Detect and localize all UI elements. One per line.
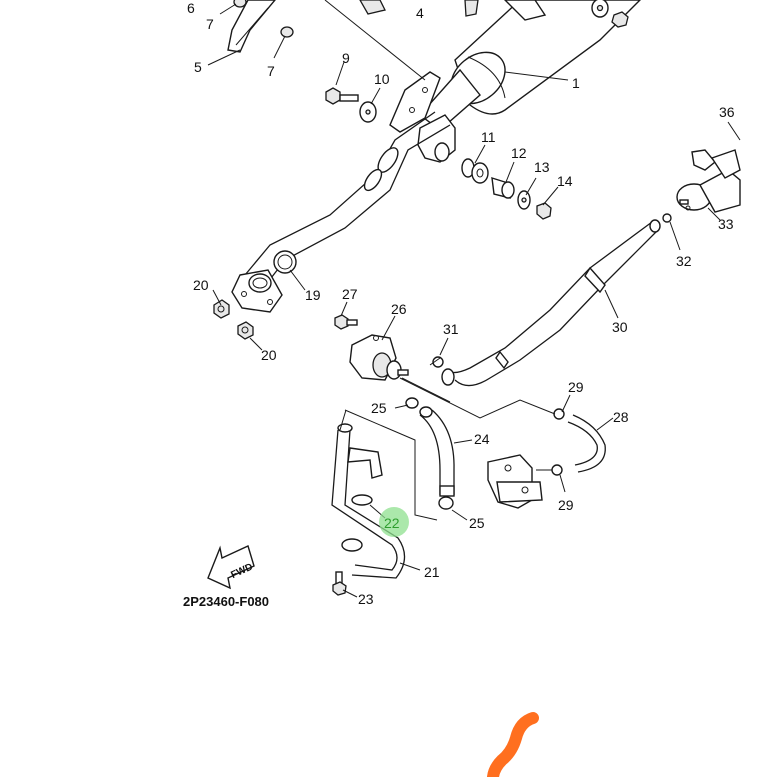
callout-4[interactable]: 4 — [416, 5, 424, 21]
callout-29[interactable]: 29 — [558, 497, 574, 513]
callout-36[interactable]: 36 — [719, 104, 735, 120]
callout-7[interactable]: 7 — [267, 63, 275, 79]
air-cut-valve-part-33[interactable] — [676, 169, 741, 213]
gasket-part-22[interactable] — [351, 494, 373, 506]
diagram-code: 2P23460-F080 — [183, 594, 269, 609]
exhaust-pipe[interactable] — [231, 111, 451, 313]
callout-27[interactable]: 27 — [342, 286, 358, 302]
bracket-part-36[interactable] — [691, 149, 741, 179]
collar-part-12[interactable] — [491, 177, 515, 199]
nut-part-14[interactable] — [536, 202, 552, 220]
callout-25[interactable]: 25 — [469, 515, 485, 531]
callout-6[interactable]: 6 — [187, 0, 195, 16]
bracket-plate[interactable] — [347, 447, 383, 479]
assembly-lines — [324, 0, 556, 521]
clip-part-31[interactable] — [432, 356, 444, 368]
callout-19[interactable]: 19 — [305, 287, 321, 303]
washer-part-10[interactable] — [359, 101, 377, 123]
callout-32[interactable]: 32 — [676, 253, 692, 269]
callout-20[interactable]: 20 — [261, 347, 277, 363]
callout-12[interactable]: 12 — [511, 145, 527, 161]
bolt-part-23[interactable] — [332, 571, 347, 596]
fwd-arrow-icon: FWD — [207, 545, 255, 590]
hose-part-30[interactable] — [441, 219, 661, 387]
callout-1[interactable]: 1 — [572, 75, 580, 91]
heat-shield-part[interactable] — [227, 0, 294, 53]
callout-7[interactable]: 7 — [206, 16, 214, 32]
callout-33[interactable]: 33 — [718, 216, 734, 232]
annotation-stroke — [487, 712, 539, 777]
callout-10[interactable]: 10 — [374, 71, 390, 87]
clip-part-29[interactable] — [551, 408, 565, 476]
callout-14[interactable]: 14 — [557, 173, 573, 189]
callout-25[interactable]: 25 — [371, 400, 387, 416]
hose-part-24[interactable] — [419, 406, 455, 497]
callout-9[interactable]: 9 — [342, 50, 350, 66]
callout-21[interactable]: 21 — [424, 564, 440, 580]
clip-part-25[interactable] — [405, 397, 454, 510]
bolt-part-27[interactable] — [334, 314, 358, 330]
muffler-bracket[interactable] — [389, 71, 456, 163]
callout-31[interactable]: 31 — [443, 321, 459, 337]
callout-23[interactable]: 23 — [358, 591, 374, 607]
muffler-part[interactable] — [359, 0, 641, 131]
clip-part-32[interactable] — [662, 213, 672, 223]
washer-part-13[interactable] — [517, 190, 531, 210]
leader-lines — [207, 3, 741, 598]
grommet-part-11[interactable] — [461, 158, 489, 184]
callout-29[interactable]: 29 — [568, 379, 584, 395]
callout-11[interactable]: 11 — [481, 129, 496, 145]
callout-28[interactable]: 28 — [613, 409, 629, 425]
callout-13[interactable]: 13 — [534, 159, 550, 175]
callout-24[interactable]: 24 — [474, 431, 490, 447]
callout-26[interactable]: 26 — [391, 301, 407, 317]
callout-22[interactable]: 22 — [384, 515, 400, 531]
callout-22-highlight — [379, 507, 409, 537]
bolt-part-9[interactable] — [325, 87, 359, 105]
callout-30[interactable]: 30 — [612, 319, 628, 335]
gasket-part-19[interactable] — [273, 250, 297, 274]
callout-5[interactable]: 5 — [194, 59, 202, 75]
top-washer-nut[interactable] — [591, 0, 629, 28]
reed-valve-part-26[interactable] — [349, 334, 409, 381]
callout-20[interactable]: 20 — [193, 277, 209, 293]
hose-part-28[interactable] — [567, 414, 606, 473]
callout-labels: 1 4 5 6 7 7 9 10 11 12 13 14 19 20 20 21… — [187, 0, 735, 607]
nut-part-20[interactable] — [213, 299, 254, 340]
head-fitting[interactable] — [487, 454, 543, 509]
